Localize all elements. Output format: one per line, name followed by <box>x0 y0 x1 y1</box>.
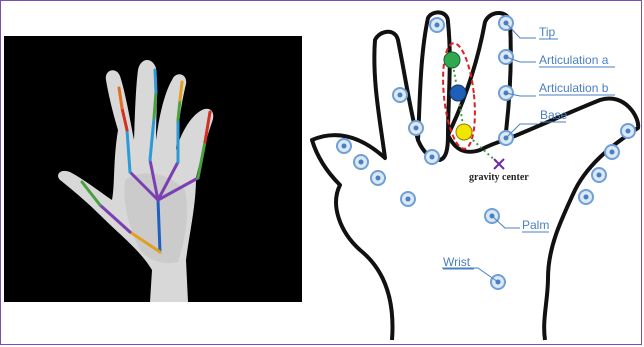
label-tip: Tip <box>539 25 556 39</box>
joint-marker <box>621 124 635 138</box>
joint-marker <box>337 139 351 153</box>
joint-marker <box>409 121 423 135</box>
joint-marker <box>393 88 407 102</box>
joint-marker <box>354 155 368 169</box>
joint-marker <box>430 18 444 32</box>
joint-marker <box>592 168 606 182</box>
marker-blue <box>450 85 466 101</box>
joint-marker <box>605 145 619 159</box>
label-base: Base <box>540 108 568 122</box>
marker-yellow <box>456 124 472 140</box>
label-palm: Palm <box>522 218 549 232</box>
gravity-center-cross-icon <box>494 159 504 169</box>
label-wrist: Wrist <box>443 255 471 269</box>
label-gravity-center: gravity center <box>469 172 529 183</box>
joint-marker <box>425 150 439 164</box>
joint-marker <box>401 192 415 206</box>
joint-marker <box>579 190 593 204</box>
label-articulation-b: Articulation b <box>539 81 609 95</box>
marker-green <box>444 52 460 68</box>
joint-marker <box>371 171 385 185</box>
label-articulation-a: Articulation a <box>539 53 609 67</box>
